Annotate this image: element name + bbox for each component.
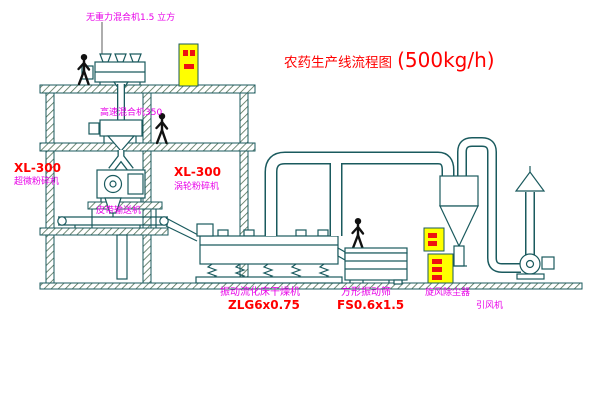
cyclone-separator-machine xyxy=(439,175,479,267)
building-floor-third xyxy=(39,227,169,236)
dryer-exhaust-duct xyxy=(264,151,455,236)
label-mill-right-name: 涡轮粉碎机 xyxy=(174,180,219,192)
panel-text-mark xyxy=(428,233,437,238)
discharge-chute xyxy=(116,234,128,280)
label-mill-left-name: 超微粉碎机 xyxy=(14,175,59,187)
building-column-left xyxy=(45,91,55,284)
label-square-sieve: 方形振动筛 xyxy=(341,285,391,298)
dryer-to-sieve-chute xyxy=(337,246,346,262)
dryer-inlet xyxy=(196,223,214,237)
control-panel-top xyxy=(178,43,199,87)
panel-text-mark xyxy=(428,241,437,246)
sieve-outlet xyxy=(393,279,403,285)
dryer-base xyxy=(195,276,343,284)
high-speed-mixer-machine xyxy=(88,119,143,152)
label-belt-conveyor: 皮带输送机 xyxy=(96,204,141,216)
building-floor-second xyxy=(39,142,256,152)
panel-text-mark xyxy=(184,64,194,69)
control-panel-lower xyxy=(427,253,454,284)
label-draft-fan: 引风机 xyxy=(476,299,503,311)
label-cyclone-collector: 旋风除尘器 xyxy=(425,286,470,298)
label-fluid-bed-dryer-model: ZLG6x0.75 xyxy=(228,298,300,312)
cyclone-exhaust-pipe xyxy=(457,137,521,273)
diagram-title: 农药生产线流程图 (500kg/h) xyxy=(284,48,495,72)
belt-conveyor-machine xyxy=(57,216,201,280)
label-square-sieve-model: FS0.6x1.5 xyxy=(337,298,404,312)
label-mill-right-model: XL-300 xyxy=(174,165,221,179)
label-gravity-mixer: 无重力混合机1.5 立方 xyxy=(86,11,175,23)
panel-text-mark xyxy=(190,50,195,56)
fluid-bed-dryer-machine xyxy=(195,223,343,284)
control-panel-small xyxy=(423,227,445,252)
panel-text-mark xyxy=(432,267,442,272)
label-fluid-bed-dryer: 振动流化床干燥机 xyxy=(220,285,300,298)
crusher-feed-pipes xyxy=(108,150,134,173)
draft-fan-machine xyxy=(516,253,555,280)
ground-line xyxy=(39,282,583,290)
panel-text-mark xyxy=(432,275,442,280)
worker-figure-ground xyxy=(351,216,365,250)
square-sieve-machine xyxy=(337,246,408,285)
building-floor-top xyxy=(39,84,256,94)
crusher-machine xyxy=(96,169,146,217)
label-mill-left-model: XL-300 xyxy=(14,161,61,175)
exhaust-stack xyxy=(514,166,546,256)
label-high-speed-mixer: 高速混合机350 xyxy=(100,106,162,118)
panel-text-mark xyxy=(432,259,442,264)
panel-text-mark xyxy=(183,50,188,56)
